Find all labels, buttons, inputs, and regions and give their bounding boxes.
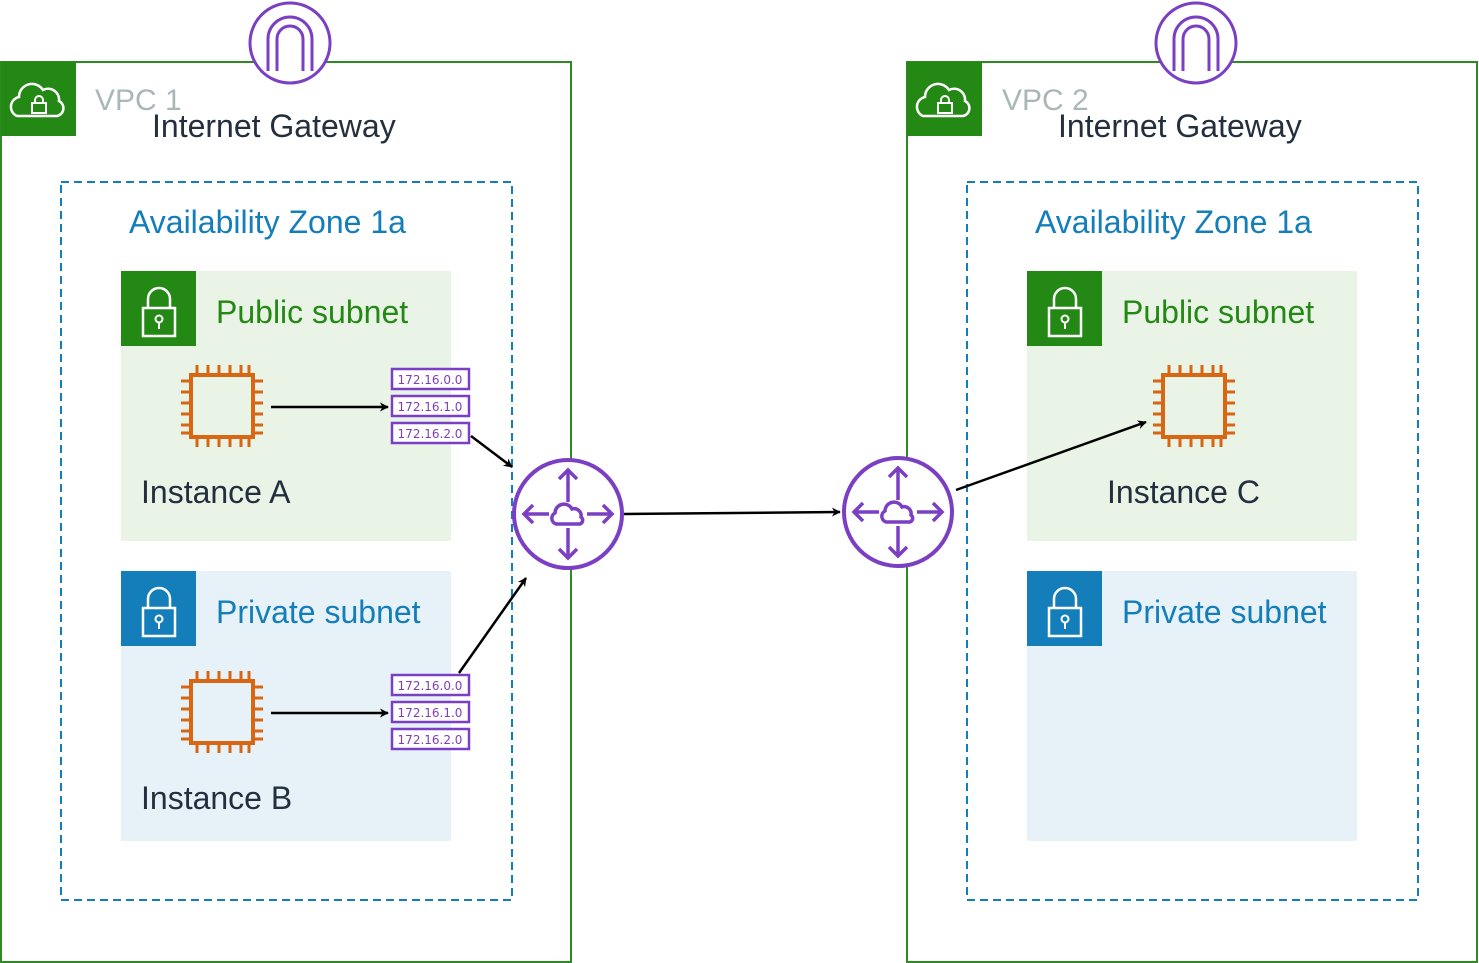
instance-b-label: Instance B [141,780,293,816]
connections [271,402,1147,718]
instance-a-label: Instance A [141,474,291,510]
private-subnet-2-label: Private subnet [1122,594,1327,630]
vpc-1-label: VPC 1 [95,84,182,117]
route-entry: 172.16.0.0 [398,679,463,693]
arrow-router-2-to-instance-c [955,420,1147,492]
public-subnet-1-label: Public subnet [216,294,409,330]
internet-gateway-1-label: Internet Gateway [152,108,396,144]
vpc-1-header [1,62,76,136]
route-table-icon: 172.16.0.0 172.16.1.0 172.16.2.0 [390,673,471,751]
private-subnet-1-label: Private subnet [216,594,421,630]
route-entry: 172.16.2.0 [398,733,463,747]
vpc-2-header [907,62,982,136]
arrow-route-table-a-to-router [470,435,513,468]
internet-gateway-2-label: Internet Gateway [1058,108,1302,144]
route-table-icon: 172.16.0.0 172.16.1.0 172.16.2.0 [390,367,471,445]
route-entry: 172.16.1.0 [398,706,463,720]
route-entry: 172.16.2.0 [398,427,463,441]
router-icon [842,456,954,568]
arrow-route-table-b-to-router [457,577,528,674]
instance-c-label: Instance C [1107,474,1260,510]
internet-gateway-icon [1154,1,1238,85]
availability-zone-1-label: Availability Zone 1a [129,204,406,240]
arrow-router-1-to-router-2 [623,507,841,517]
route-entry: 172.16.1.0 [398,400,463,414]
vpc-1: 172.16.0.0 172.16.1.0 172.16.2.0 172.16.… [0,1,572,963]
route-entry: 172.16.0.0 [398,373,463,387]
availability-zone-2-label: Availability Zone 1a [1035,204,1312,240]
router-icon [512,458,624,570]
az-1-border [60,181,513,901]
internet-gateway-icon [248,1,332,85]
az-2-border [966,181,1419,901]
vpc-2-label: VPC 2 [1002,84,1089,117]
public-subnet-2-label: Public subnet [1122,294,1315,330]
vpc-2 [906,1,1478,963]
